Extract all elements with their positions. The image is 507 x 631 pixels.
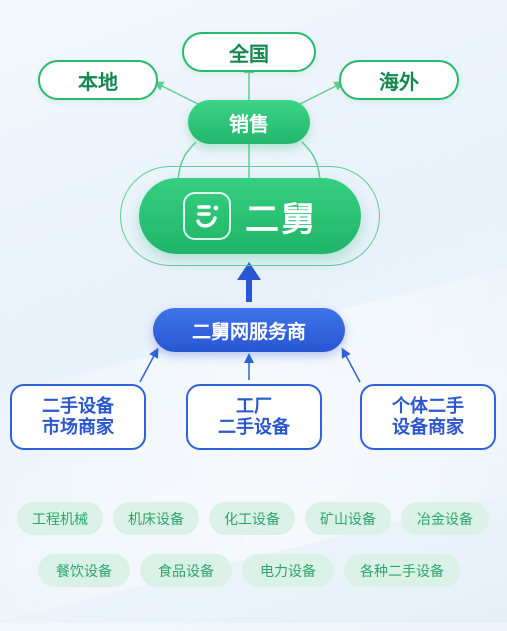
brand-node: 二舅 <box>139 178 361 254</box>
smile-face-logo-icon <box>183 192 231 240</box>
arrow-to-overseas <box>297 81 345 106</box>
merchant-factory-line1: 工厂 <box>236 396 272 417</box>
merchant-market-line2: 市场商家 <box>42 417 114 438</box>
market-national-label: 全国 <box>229 41 269 66</box>
market-local: 本地 <box>38 60 158 100</box>
merchant-factory-line2: 二手设备 <box>218 417 290 438</box>
category-tag: 餐饮设备 <box>38 554 130 587</box>
merchant-market: 二手设备 市场商家 <box>10 384 146 450</box>
merchant-individual-line1: 个体二手 <box>392 396 464 417</box>
market-national: 全国 <box>182 32 316 72</box>
category-tag-label: 冶金设备 <box>417 511 473 528</box>
sales-label: 销售 <box>229 111 269 136</box>
category-tag-label: 矿山设备 <box>320 511 376 528</box>
market-overseas-label: 海外 <box>379 69 419 94</box>
brand-name: 二舅 <box>245 199 317 240</box>
service-provider-node: 二舅网服务商 <box>153 308 345 352</box>
merchant-individual-line2: 设备商家 <box>392 417 464 438</box>
market-overseas: 海外 <box>339 60 459 100</box>
category-tag: 机床设备 <box>113 502 199 535</box>
category-tag: 电力设备 <box>242 554 334 587</box>
category-tag-label: 机床设备 <box>128 511 184 528</box>
category-tag: 化工设备 <box>209 502 295 535</box>
arrow-merchant-right <box>341 347 361 383</box>
category-tag-label: 各种二手设备 <box>360 563 444 580</box>
merchant-market-line1: 二手设备 <box>42 396 114 417</box>
category-tag: 矿山设备 <box>305 502 391 535</box>
merchant-individual: 个体二手 设备商家 <box>360 384 496 450</box>
merchant-factory: 工厂 二手设备 <box>186 384 322 450</box>
category-tag-label: 化工设备 <box>224 511 280 528</box>
category-tag: 工程机械 <box>17 502 103 535</box>
sales-node: 销售 <box>188 100 310 144</box>
arrow-to-local <box>153 81 201 106</box>
brand-outline-ring <box>120 166 380 266</box>
category-tag: 各种二手设备 <box>344 554 460 587</box>
category-tag: 冶金设备 <box>401 502 489 535</box>
service-provider-label: 二舅网服务商 <box>191 320 306 343</box>
arrow-merchant-left <box>139 347 159 383</box>
market-local-label: 本地 <box>78 69 118 94</box>
category-tag: 食品设备 <box>140 554 232 587</box>
category-tag-label: 食品设备 <box>158 563 214 580</box>
category-tag-label: 电力设备 <box>260 563 316 580</box>
category-tag-label: 餐饮设备 <box>56 563 112 580</box>
category-tag-label: 工程机械 <box>32 511 88 528</box>
